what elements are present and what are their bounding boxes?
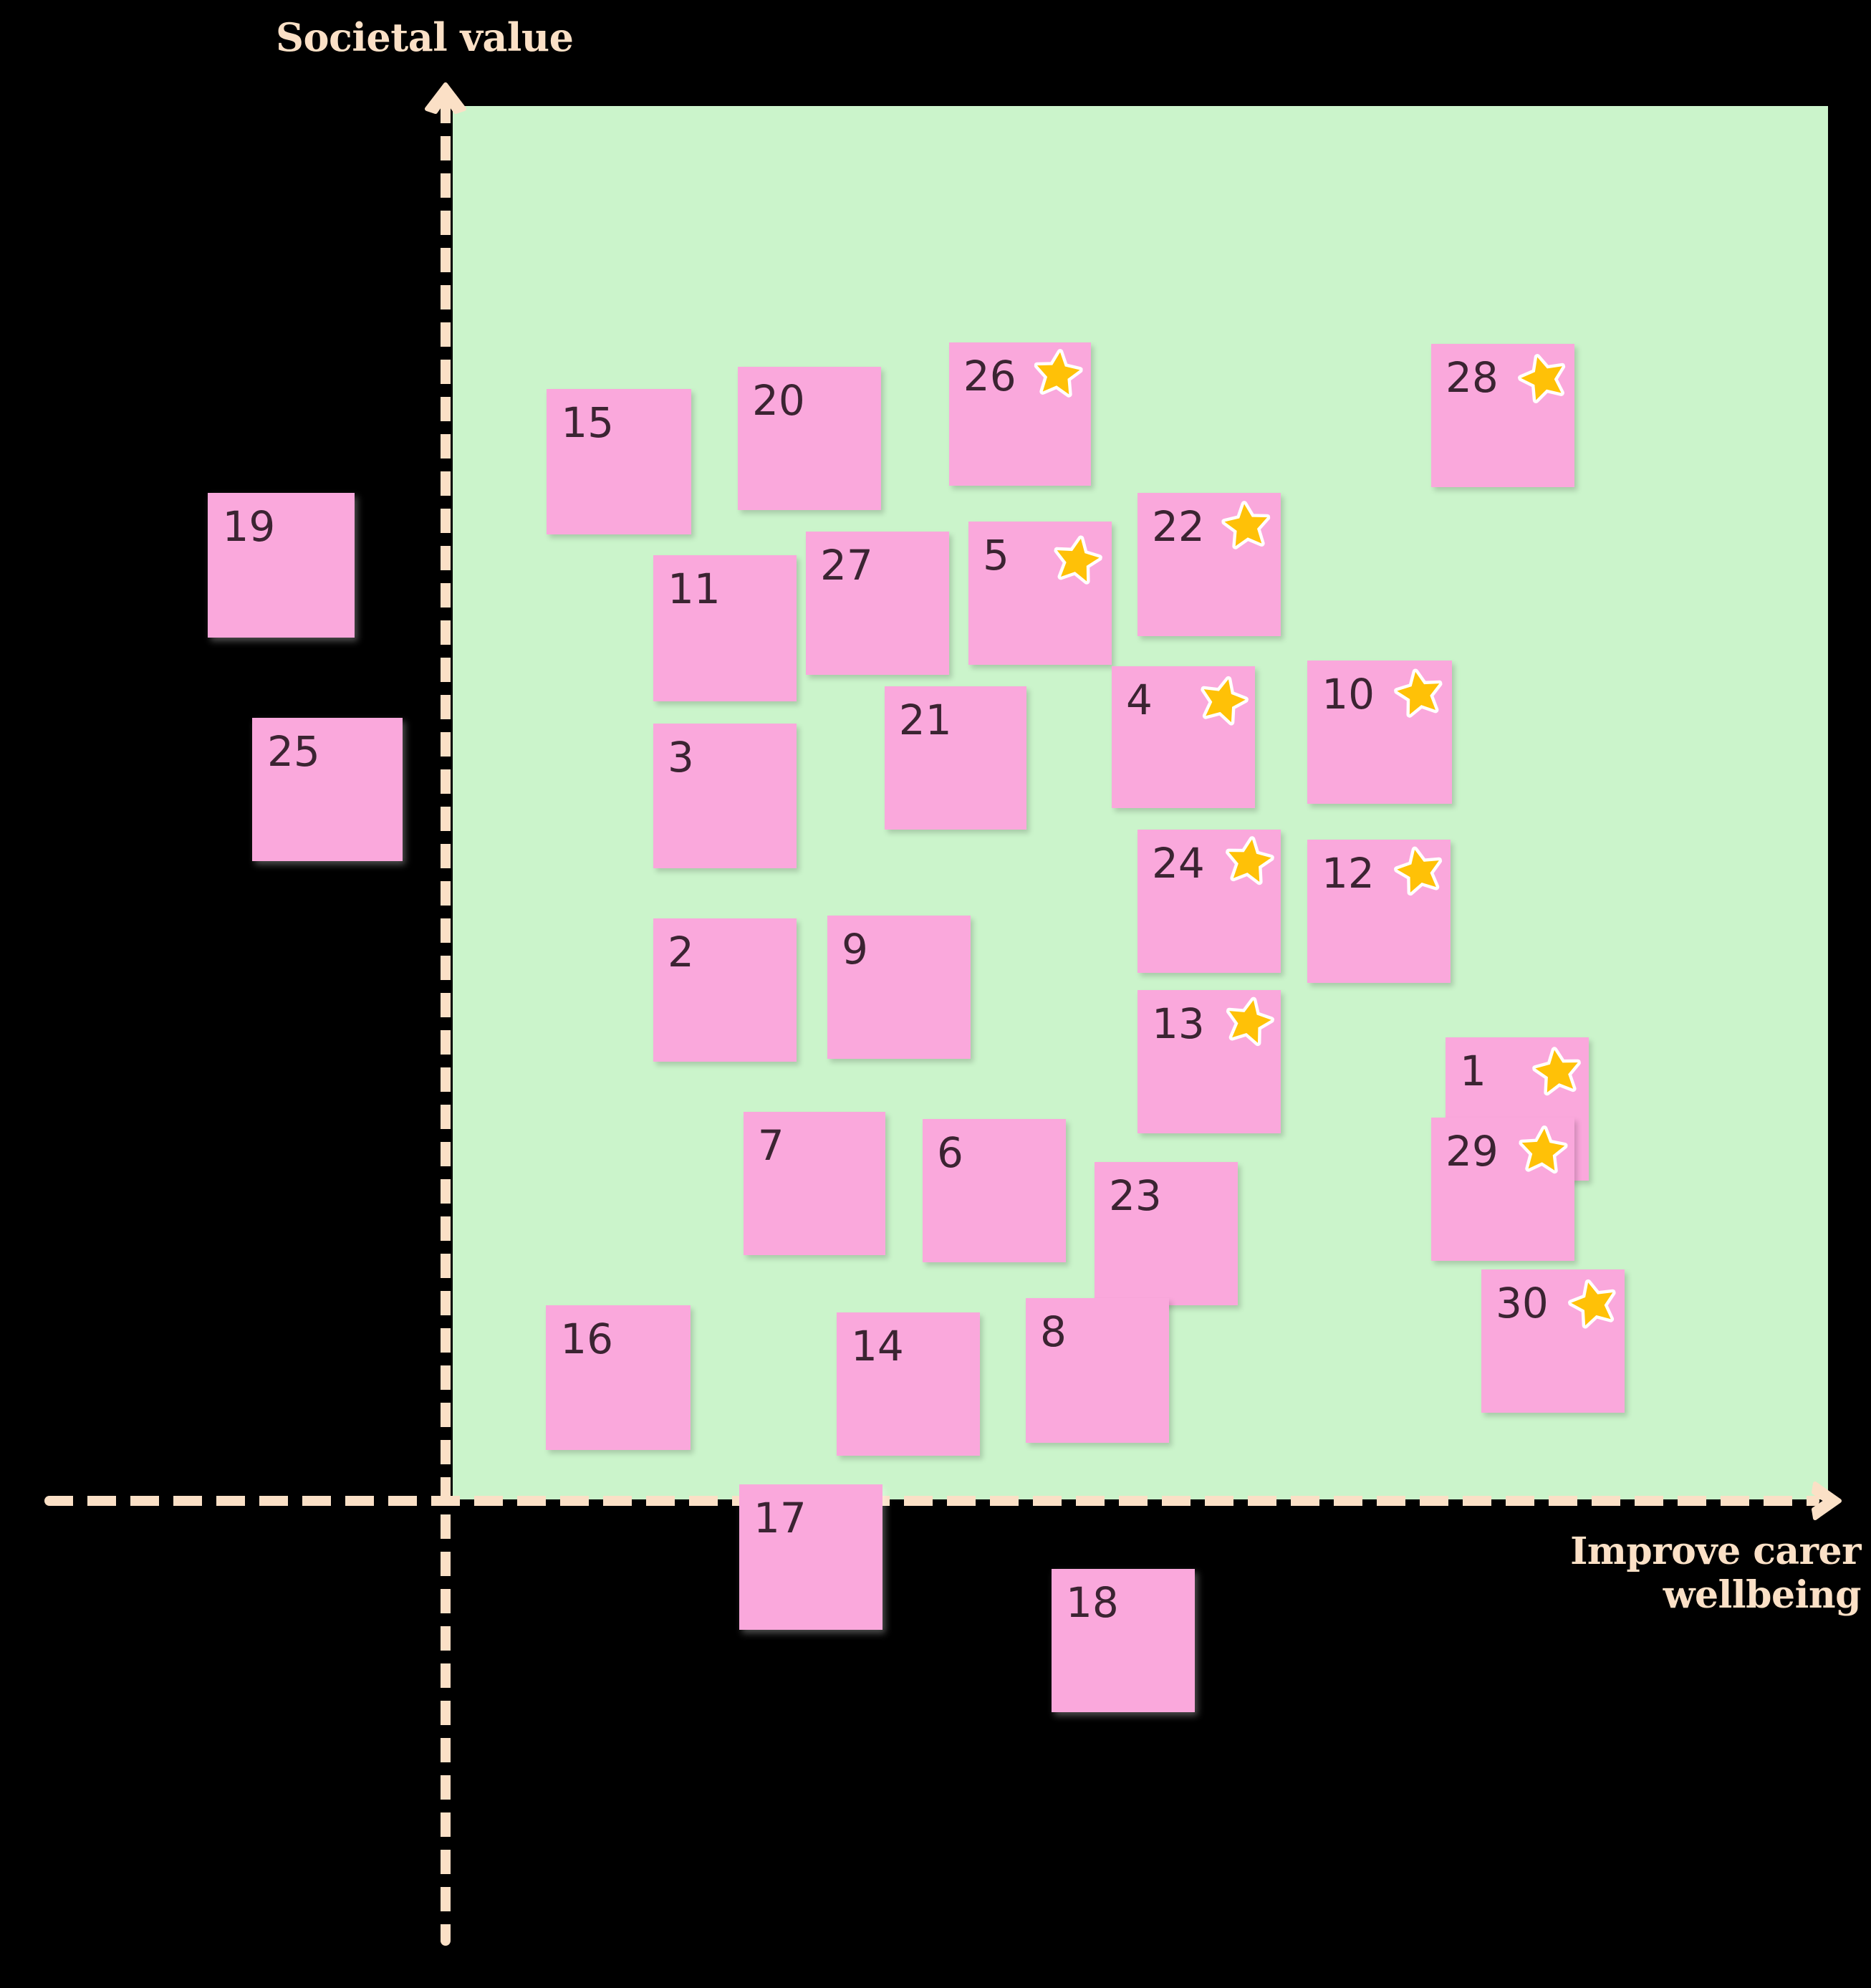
x-axis-label-line-1: Improve carer <box>1570 1530 1861 1573</box>
sticky-note-number: 3 <box>668 733 694 782</box>
sticky-note-number: 1 <box>1460 1047 1486 1095</box>
sticky-note-14[interactable]: 14 <box>837 1312 980 1456</box>
sticky-note-number: 9 <box>842 925 868 974</box>
sticky-note-number: 17 <box>754 1494 807 1543</box>
sticky-note-number: 2 <box>668 928 694 976</box>
sticky-note-11[interactable]: 11 <box>653 555 797 701</box>
sticky-note-number: 20 <box>752 376 805 425</box>
sticky-note-21[interactable]: 21 <box>885 686 1026 830</box>
star-icon <box>1225 996 1275 1047</box>
sticky-note-13[interactable]: 13 <box>1137 990 1281 1133</box>
sticky-note-number: 21 <box>898 696 952 744</box>
sticky-note-3[interactable]: 3 <box>653 724 797 868</box>
sticky-note-number: 30 <box>1496 1279 1549 1327</box>
sticky-note-4[interactable]: 4 <box>1112 666 1255 808</box>
sticky-note-number: 19 <box>222 502 276 552</box>
sticky-note-number: 15 <box>561 398 614 448</box>
sticky-note-24[interactable]: 24 <box>1137 830 1281 973</box>
sticky-note-number: 13 <box>1152 999 1205 1048</box>
sticky-note-20[interactable]: 20 <box>738 367 881 510</box>
star-icon <box>1532 1046 1582 1096</box>
sticky-note-19[interactable]: 19 <box>208 493 355 638</box>
sticky-note-10[interactable]: 10 <box>1307 661 1452 804</box>
sticky-note-number: 29 <box>1446 1127 1499 1176</box>
sticky-note-30[interactable]: 30 <box>1481 1269 1625 1413</box>
sticky-note-22[interactable]: 22 <box>1137 493 1281 636</box>
sticky-note-18[interactable]: 18 <box>1052 1569 1195 1712</box>
sticky-note-number: 5 <box>983 531 1009 580</box>
sticky-note-number: 16 <box>560 1315 613 1364</box>
star-icon <box>1393 668 1443 718</box>
star-icon <box>1221 500 1271 549</box>
sticky-note-16[interactable]: 16 <box>546 1305 691 1450</box>
sticky-note-number: 25 <box>267 727 320 776</box>
star-icon <box>1567 1278 1617 1329</box>
sticky-note-number: 24 <box>1152 839 1205 888</box>
sticky-note-number: 18 <box>1066 1578 1119 1627</box>
right-arrow-icon <box>1799 1478 1845 1524</box>
sticky-note-number: 14 <box>851 1322 904 1370</box>
sticky-note-number: 11 <box>668 565 721 614</box>
sticky-note-number: 23 <box>1109 1171 1162 1220</box>
y-axis-dashed-line <box>441 99 451 1946</box>
up-arrow-icon <box>423 80 468 126</box>
sticky-note-number: 4 <box>1126 675 1153 724</box>
star-icon <box>1225 835 1274 885</box>
sticky-note-number: 27 <box>820 541 873 590</box>
sticky-note-26[interactable]: 26 <box>949 342 1091 486</box>
sticky-note-number: 26 <box>963 352 1016 400</box>
sticky-note-number: 28 <box>1446 353 1499 402</box>
star-icon <box>1519 1125 1568 1174</box>
sticky-note-9[interactable]: 9 <box>827 916 971 1059</box>
sticky-note-number: 22 <box>1152 502 1205 551</box>
sticky-note-7[interactable]: 7 <box>744 1112 885 1255</box>
sticky-note-number: 10 <box>1322 670 1375 719</box>
sticky-note-15[interactable]: 15 <box>547 389 691 534</box>
sticky-note-28[interactable]: 28 <box>1431 344 1574 487</box>
sticky-note-number: 12 <box>1322 849 1375 898</box>
star-icon <box>1034 348 1083 398</box>
sticky-note-17[interactable]: 17 <box>739 1484 882 1630</box>
star-icon <box>1053 534 1103 585</box>
x-axis-label-line-2: wellbeing <box>1663 1573 1862 1618</box>
sticky-note-number: 6 <box>937 1128 963 1177</box>
star-icon <box>1199 675 1249 726</box>
sticky-note-2[interactable]: 2 <box>653 918 797 1062</box>
sticky-note-8[interactable]: 8 <box>1026 1298 1169 1443</box>
star-icon <box>1517 352 1567 403</box>
sticky-note-23[interactable]: 23 <box>1095 1162 1238 1305</box>
sticky-note-12[interactable]: 12 <box>1307 840 1451 983</box>
sticky-note-number: 8 <box>1040 1307 1067 1357</box>
star-icon <box>1393 845 1443 896</box>
sticky-note-6[interactable]: 6 <box>923 1119 1066 1262</box>
sticky-note-number: 7 <box>757 1121 784 1170</box>
sticky-note-5[interactable]: 5 <box>968 522 1112 665</box>
sticky-note-27[interactable]: 27 <box>806 532 949 675</box>
sticky-note-25[interactable]: 25 <box>252 718 403 861</box>
sticky-note-29[interactable]: 29 <box>1431 1118 1574 1261</box>
x-axis-dashed-line <box>44 1496 1819 1506</box>
y-axis-label: Societal value <box>276 14 574 60</box>
x-axis-label: Improve carer wellbeing <box>1360 1530 1861 1618</box>
